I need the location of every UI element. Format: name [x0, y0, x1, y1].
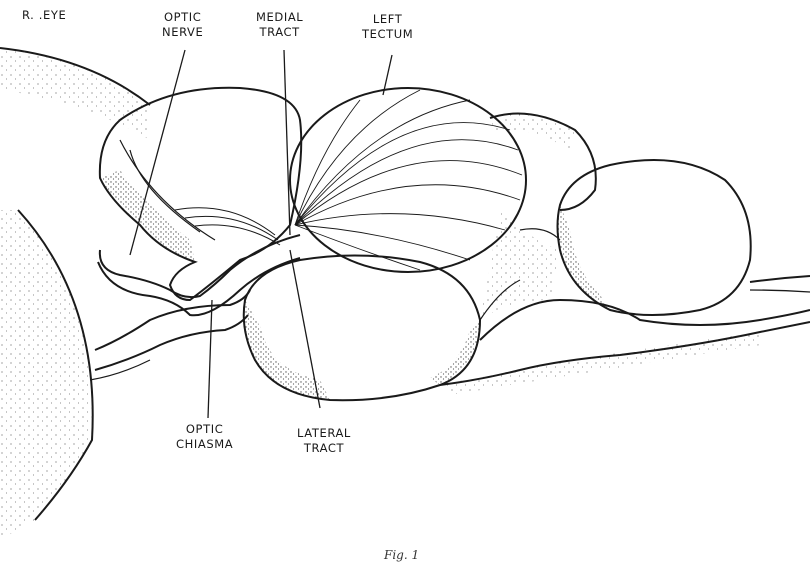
label-r-eye: R. .EYE	[22, 8, 66, 23]
label-lateral-tract-line1: LATERAL	[297, 426, 351, 441]
label-medial-tract-line1: MEDIAL	[256, 10, 303, 25]
optic-chiasma-leader	[208, 300, 212, 418]
label-lateral-tract-line2: TRACT	[297, 441, 351, 456]
label-optic-chiasma-line1: OPTIC	[176, 422, 233, 437]
label-optic-chiasma: OPTIC CHIASMA	[176, 422, 233, 452]
label-optic-nerve-line2: NERVE	[162, 25, 203, 40]
label-r-eye-text: R. .EYE	[22, 8, 66, 23]
label-lateral-tract: LATERAL TRACT	[297, 426, 351, 456]
medulla-outline	[480, 300, 810, 340]
label-left-tectum: LEFT TECTUM	[362, 12, 413, 42]
medial-tract-leader	[284, 50, 290, 235]
optic-nerve-tube	[100, 235, 300, 297]
label-medial-tract-line2: TRACT	[256, 25, 303, 40]
left-tectum	[290, 88, 526, 272]
label-optic-chiasma-line2: CHIASMA	[176, 437, 233, 452]
label-medial-tract: MEDIAL TRACT	[256, 10, 303, 40]
label-optic-nerve-line1: OPTIC	[162, 10, 203, 25]
figure-caption: Fig. 1	[384, 548, 419, 562]
label-left-tectum-line1: LEFT	[362, 12, 413, 27]
label-optic-nerve: OPTIC NERVE	[162, 10, 203, 40]
spinal-cord	[750, 276, 810, 282]
label-left-tectum-line2: TECTUM	[362, 27, 413, 42]
